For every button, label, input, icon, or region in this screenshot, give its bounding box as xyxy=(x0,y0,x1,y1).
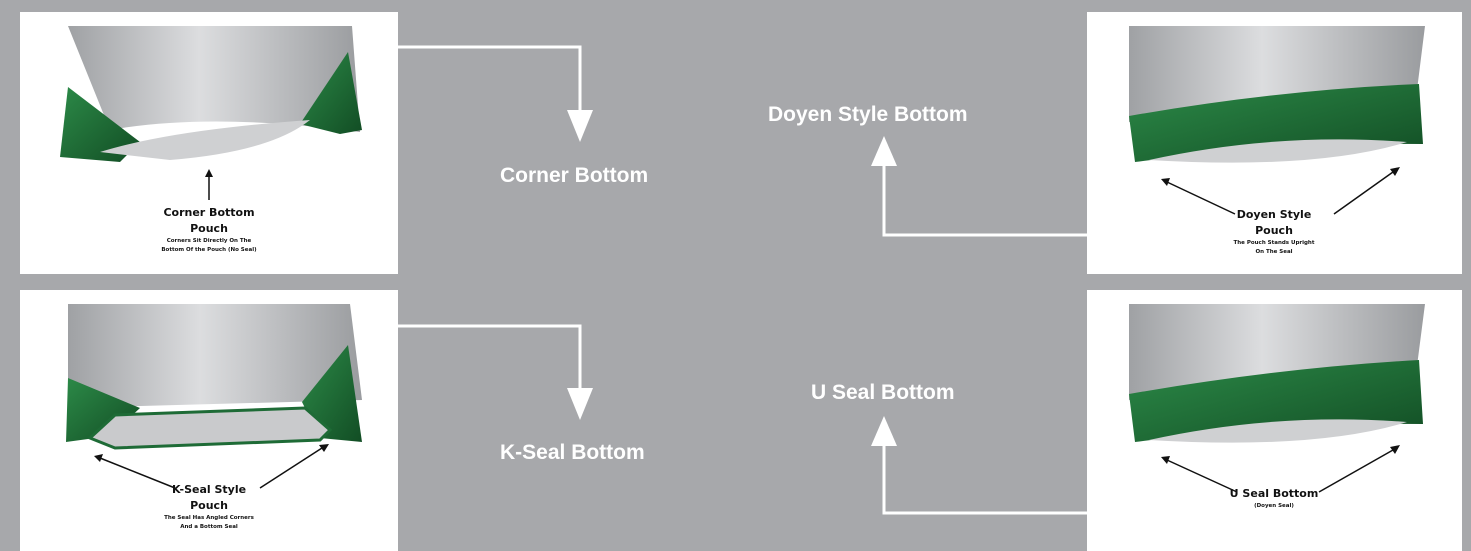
doyen-connector-arrowhead xyxy=(871,136,897,166)
k-seal-panel: K-Seal Style Pouch The Seal Has Angled C… xyxy=(20,290,398,551)
k-seal-caption: K-Seal Style Pouch The Seal Has Angled C… xyxy=(109,482,309,532)
u-seal-caption: U Seal Bottom (Doyen Seal) xyxy=(1184,486,1364,511)
k-seal-connector-arrow xyxy=(398,324,582,392)
corner-connector-arrowhead xyxy=(567,110,593,142)
doyen-caption-title1: Doyen Style xyxy=(1236,208,1312,221)
doyen-connector-arrow xyxy=(882,162,1087,237)
u-seal-panel: U Seal Bottom (Doyen Seal) xyxy=(1087,290,1462,551)
k-seal-caption-note1: The Seal Has Angled Corners xyxy=(164,515,254,521)
u-seal-connector-arrowhead xyxy=(871,416,897,446)
doyen-caption-title2: Pouch xyxy=(1255,224,1293,237)
u-seal-caption-title1: U Seal Bottom xyxy=(1229,487,1319,500)
k-seal-pouch-illustration xyxy=(66,304,362,450)
corner-caption-title2: Pouch xyxy=(190,222,228,235)
u-seal-caption-note1: (Doyen Seal) xyxy=(1254,503,1294,509)
doyen-caption-note1: The Pouch Stands Upright xyxy=(1233,240,1315,246)
corner-bottom-pouch-illustration xyxy=(60,26,362,162)
doyen-style-bottom-label: Doyen Style Bottom xyxy=(768,103,968,126)
k-seal-caption-title2: Pouch xyxy=(190,499,228,512)
k-seal-caption-title1: K-Seal Style xyxy=(171,483,247,496)
k-seal-connector-arrowhead xyxy=(567,388,593,420)
corner-caption-title1: Corner Bottom xyxy=(163,206,255,219)
corner-caption-note2: Bottom Of the Pouch (No Seal) xyxy=(161,247,257,253)
u-seal-pointer-arrows xyxy=(1161,445,1400,493)
corner-pointer-arrow xyxy=(205,169,213,200)
u-seal-bottom-label: U Seal Bottom xyxy=(811,381,955,404)
corner-connector-arrow xyxy=(398,45,582,115)
doyen-pointer-arrows xyxy=(1161,167,1400,215)
k-seal-pointer-arrows xyxy=(94,444,329,489)
corner-bottom-label: Corner Bottom xyxy=(500,164,649,187)
corner-caption: Corner Bottom Pouch Corners Sit Directly… xyxy=(109,205,309,255)
k-seal-caption-note2: And a Bottom Seal xyxy=(180,524,238,530)
doyen-style-panel: Doyen Style Pouch The Pouch Stands Uprig… xyxy=(1087,12,1462,274)
u-seal-pouch-illustration xyxy=(1129,304,1425,443)
corner-bottom-panel: Corner Bottom Pouch Corners Sit Directly… xyxy=(20,12,398,274)
doyen-caption: Doyen Style Pouch The Pouch Stands Uprig… xyxy=(1184,207,1364,257)
doyen-caption-note2: On The Seal xyxy=(1255,249,1293,255)
u-seal-connector-arrow xyxy=(882,442,1087,515)
k-seal-bottom-label: K-Seal Bottom xyxy=(500,441,645,464)
doyen-pouch-illustration xyxy=(1129,26,1425,163)
corner-caption-note1: Corners Sit Directly On The xyxy=(166,238,252,244)
